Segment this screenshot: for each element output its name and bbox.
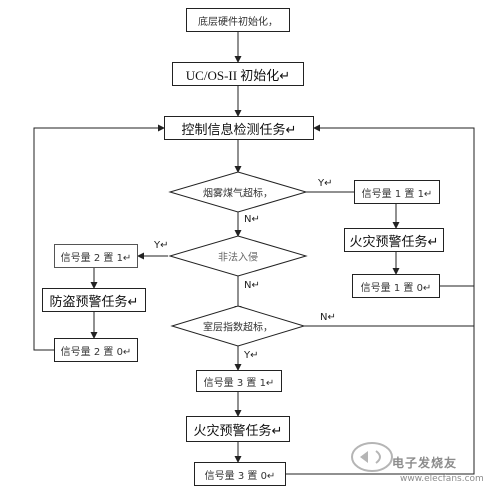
box-sem1-set: 信号量 1 置 1↵ [354, 180, 440, 204]
box-fire-task-2: 火灾预警任务↵ [186, 416, 290, 442]
box-fire-task-2-label: 火灾预警任务↵ [193, 423, 283, 439]
box-sem2-clear: 信号量 2 置 0↵ [54, 338, 138, 362]
watermark-text: 电子发烧友 [392, 456, 458, 470]
box-ctrl-task: 控制信息检测任务↵ [164, 116, 314, 140]
box-theft-task: 防盗预警任务↵ [42, 288, 146, 312]
label-smoke-no: N↵ [244, 214, 260, 225]
box-sem2-set: 信号量 2 置 1↵ [54, 244, 138, 268]
decision-indoor-label: 室层指数超标， [203, 322, 273, 334]
box-init-hw-label: 底层硬件初始化， [198, 16, 278, 28]
box-sem1-set-label: 信号量 1 置 1↵ [361, 188, 433, 200]
box-init-os-label: UC/OS-II 初始化↵ [185, 67, 291, 83]
box-fire-task-1-label: 火灾预警任务↵ [349, 234, 439, 250]
label-intrude-yes: Y↵ [154, 240, 169, 251]
decision-intrude-label: 非法入侵 [218, 252, 258, 264]
box-init-hw: 底层硬件初始化， [186, 8, 290, 32]
label-smoke-yes: Y↵ [318, 178, 333, 189]
loop-right [286, 124, 475, 475]
box-init-os: UC/OS-II 初始化↵ [172, 62, 304, 86]
decision-indoor-shape [170, 305, 306, 347]
label-indoor-yes: Y↵ [244, 350, 259, 361]
box-sem3-clear-label: 信号量 3 置 0↵ [204, 470, 276, 482]
decision-smoke-label: 烟雾煤气超标， [203, 188, 273, 200]
decision-intrude-shape [168, 235, 308, 277]
elecfans-logo-icon [351, 442, 393, 472]
box-sem3-clear: 信号量 3 置 0↵ [194, 462, 286, 486]
box-theft-task-label: 防盗预警任务↵ [49, 294, 139, 310]
box-sem3-set: 信号量 3 置 1↵ [196, 370, 282, 392]
box-sem1-clear-label: 信号量 1 置 0↵ [360, 282, 432, 294]
decision-smoke-shape [168, 171, 308, 213]
label-intrude-no: N↵ [244, 280, 260, 291]
watermark-url: www.elecfans.com [400, 474, 484, 484]
box-sem1-clear: 信号量 1 置 0↵ [352, 274, 440, 298]
box-sem2-set-label: 信号量 2 置 1↵ [60, 252, 132, 264]
box-fire-task-1: 火灾预警任务↵ [344, 228, 444, 252]
box-sem2-clear-label: 信号量 2 置 0↵ [60, 346, 132, 358]
box-sem3-set-label: 信号量 3 置 1↵ [203, 377, 275, 389]
label-indoor-no: N↵ [320, 312, 336, 323]
loop-left [33, 124, 165, 351]
box-ctrl-task-label: 控制信息检测任务↵ [181, 122, 297, 138]
